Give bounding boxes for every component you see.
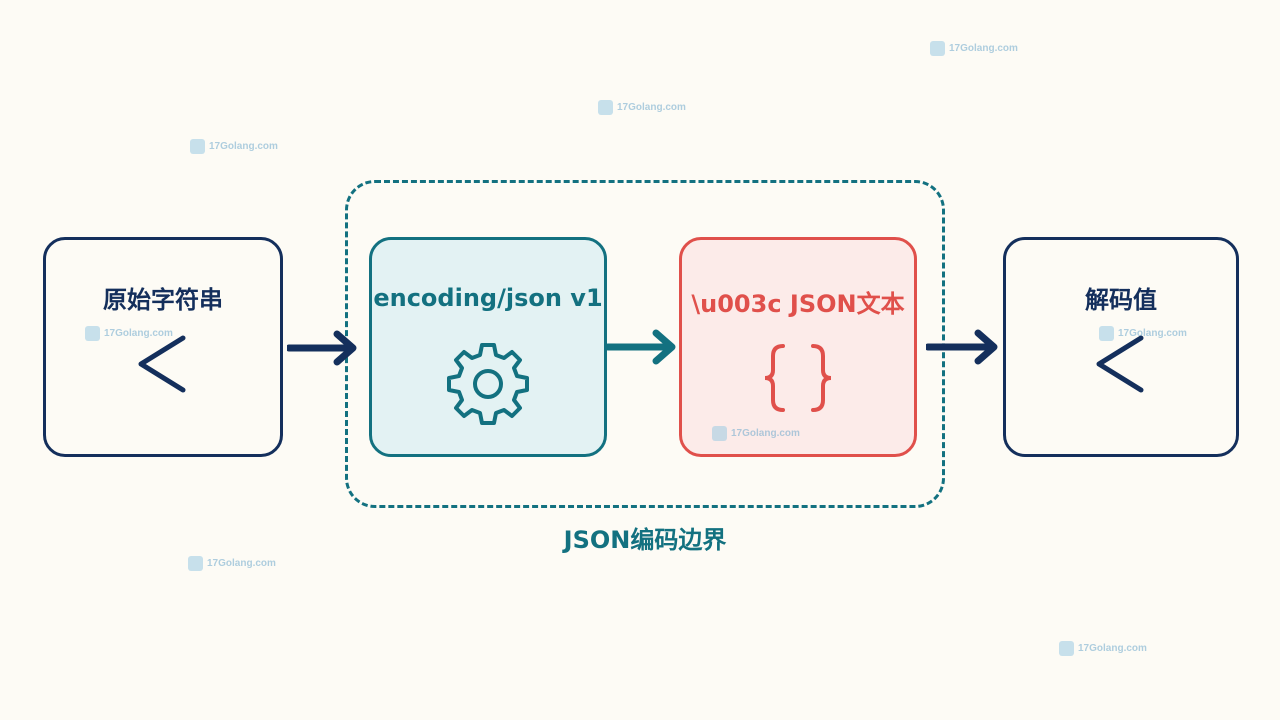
encoder-title: encoding/json v1 [373,284,603,312]
encoder-node: encoding/json v1 [369,237,607,457]
json-text-node: \u003c JSON文本 [679,237,917,457]
watermark-logo-icon [930,41,945,56]
watermark: 17Golang.com [85,326,173,341]
watermark: 17Golang.com [930,41,1018,56]
watermark: 17Golang.com [190,139,278,154]
watermark: 17Golang.com [1059,641,1147,656]
arrow-source-to-encoder [287,330,357,366]
watermark-logo-icon [1099,326,1114,341]
json-text-title: \u003c JSON文本 [691,290,905,318]
arrow-json-to-decoded [926,329,998,365]
watermark-logo-icon [1059,641,1074,656]
watermark-logo-icon [85,326,100,341]
watermark: 17Golang.com [188,556,276,571]
watermark: 17Golang.com [1099,326,1187,341]
less-than-symbol-icon [46,332,280,406]
gear-icon [372,338,604,432]
less-than-symbol-icon [1006,332,1236,406]
decoded-value-title: 解码值 [1085,286,1157,314]
braces-icon [682,338,914,422]
watermark-logo-icon [598,100,613,115]
source-string-title: 原始字符串 [103,286,223,314]
watermark: 17Golang.com [598,100,686,115]
watermark-logo-icon [188,556,203,571]
watermark-logo-icon [190,139,205,154]
source-string-node: 原始字符串 [43,237,283,457]
watermark-logo-icon [712,426,727,441]
decoded-value-node: 解码值 [1003,237,1239,457]
arrow-encoder-to-json [606,329,676,365]
boundary-label: JSON编码边界 [563,526,727,554]
watermark: 17Golang.com [712,426,800,441]
